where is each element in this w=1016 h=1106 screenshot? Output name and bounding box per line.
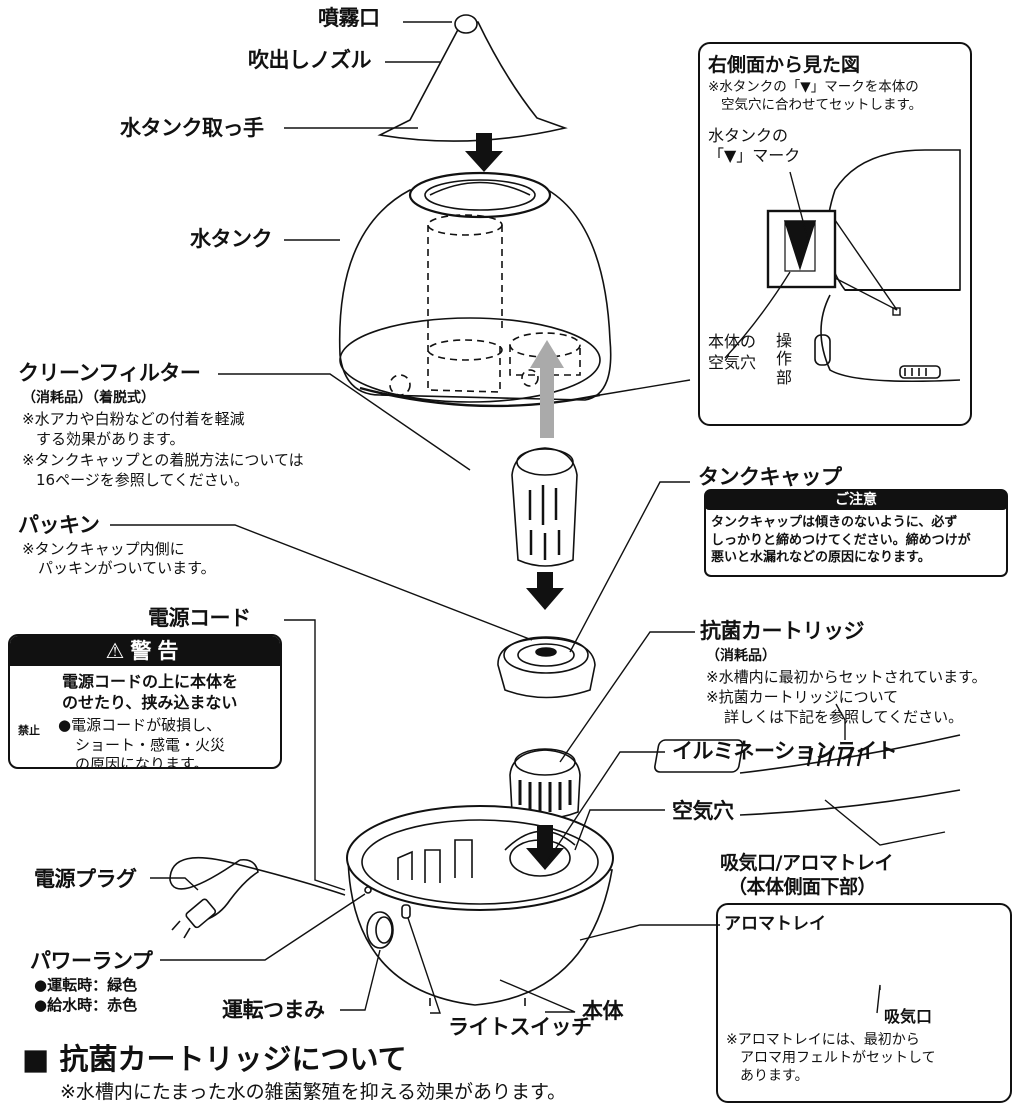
label-tank-cap: タンクキャップ	[698, 465, 842, 489]
label-mist-outlet: 噴霧口	[318, 6, 380, 30]
intake-title-a: 吸気口/アロマトレイ	[720, 852, 893, 874]
section-text: ※水槽内にたまった水の雑菌繁殖を抑える効果があります。	[60, 1081, 567, 1103]
warning-main: 電源コードの上に本体を のせたり、挟み込まない	[62, 672, 238, 714]
label-body: 本体	[582, 999, 624, 1023]
clean-filter-shape	[511, 447, 578, 567]
warning-box: ⚠警告 電源コードの上に本体を のせたり、挟み込まない ●電源コードが破損し、 …	[8, 634, 282, 769]
intake-title-b: （本体側面下部）	[728, 876, 877, 898]
power-cord-shape	[169, 857, 346, 896]
side-view-note: ※水タンクの「▼」マークを本体の 空気穴に合わせてセットします。	[708, 78, 922, 114]
warning-detail: ●電源コードが破損し、 ショート・感電・火災 の原因になります。	[58, 716, 226, 769]
label-tank-handle: 水タンク取っ手	[120, 116, 264, 140]
label-nozzle: 吹出しノズル	[248, 48, 372, 72]
side-view-air-a: 本体の	[708, 332, 757, 351]
assembly-arrows	[465, 133, 564, 870]
warning-bullet-a: ●電源コードが破損し、	[58, 716, 222, 734]
aroma-note-a: ※アロマトレイには、最初から	[726, 1032, 920, 1048]
clean-filter-sub: （消耗品）（着脱式）	[22, 390, 155, 406]
side-view-control-b: 作	[776, 349, 793, 369]
packing-note-a: ※タンクキャップ内側に	[22, 540, 185, 558]
cartridge-note-1: ※水槽内に最初からセットされています。	[706, 668, 987, 686]
warning-line-1: 電源コードの上に本体を	[62, 672, 239, 691]
cartridge-sub: （消耗品）	[706, 648, 776, 664]
side-view-control-a: 操	[776, 331, 793, 350]
caution-line-1: タンクキャップは傾きのないように、必ず	[711, 515, 958, 530]
label-light-switch: ライトスイッチ	[448, 1015, 592, 1039]
aroma-box: アロマトレイ 吸気口 ※アロマトレイには、最初から アロマ用フェルトがセットして…	[716, 903, 1012, 1103]
caution-box: ご注意 タンクキャップは傾きのないように、必ず しっかりと締めつけてください。締…	[705, 490, 1007, 576]
caution-line-3: 悪いと水漏れなどの原因になります。	[711, 550, 931, 566]
side-view-mark-a: 水タンクの	[708, 126, 789, 145]
side-view-mark-b: 「▼」マーク	[708, 146, 801, 165]
caution-line-2: しっかりと締めつけてください。締めつけが	[711, 532, 971, 548]
clean-filter-note-2a: ※タンクキャップとの着脱方法については	[22, 451, 304, 469]
cartridge-note-2a: ※抗菌カートリッジについて	[706, 688, 899, 706]
side-view-note-a: ※水タンクの「▼」マークを本体の	[708, 79, 919, 95]
lamp-refill: ●給水時：赤色	[34, 996, 138, 1014]
aroma-note-c: あります。	[740, 1068, 809, 1085]
clean-filter-note-1a: ※水アカや白粉などの付着を軽減	[22, 410, 245, 428]
tank-cap-shape	[497, 637, 596, 699]
water-tank-shape	[338, 189, 612, 401]
caution-title: ご注意	[835, 492, 877, 508]
lamp-running: ●運転時：緑色	[34, 976, 138, 994]
side-view-mark-label: 水タンクの 「▼」マーク	[708, 126, 800, 166]
clean-filter-note-2b: 16ページを参照してください。	[36, 471, 249, 489]
label-cartridge: 抗菌カートリッジ	[700, 619, 865, 643]
label-water-tank: 水タンク	[190, 227, 273, 251]
label-packing: パッキン	[18, 513, 100, 537]
aroma-note-b: アロマ用フェルトがセットして	[740, 1050, 936, 1067]
warning-bullet-c: の原因になります。	[75, 755, 209, 769]
side-view-title: 右側面から見た図	[708, 54, 861, 76]
aroma-intake-label: 吸気口	[884, 1007, 933, 1026]
label-power-plug: 電源プラグ	[34, 867, 137, 891]
clean-filter-note-1b: する効果があります。	[36, 430, 185, 448]
nozzle-shape	[377, 21, 568, 142]
warning-title: ⚠警告	[10, 636, 280, 666]
side-view-control-label: 操 作 部	[776, 331, 793, 387]
side-view-air-label: 本体の 空気穴	[708, 332, 756, 374]
warning-bullet-b: ショート・感電・火災	[75, 735, 226, 754]
prohibit-label: 禁止	[18, 724, 40, 737]
warning-line-2: のせたり、挟み込まない	[62, 692, 238, 712]
side-view-box: 右側面から見た図 ※水タンクの「▼」マークを本体の 空気穴に合わせてセットします…	[698, 42, 972, 426]
aroma-tray-label: アロマトレイ	[724, 914, 826, 934]
mist-outlet-shape	[454, 14, 478, 34]
aroma-note: ※アロマトレイには、最初から アロマ用フェルトがセットして あります。	[726, 1031, 936, 1086]
label-clean-filter: クリーンフィルター	[18, 361, 201, 385]
leader-lines	[110, 21, 946, 1014]
cartridge-note-2b: 詳しくは下記を参照してください。	[724, 708, 964, 726]
side-view-note-b: 空気穴に合わせてセットします。	[721, 97, 923, 114]
label-power-cord: 電源コード	[148, 606, 251, 630]
label-dial: 運転つまみ	[222, 998, 325, 1022]
packing-note-b: パッキンがついています。	[38, 559, 216, 577]
side-view-control-c: 部	[776, 367, 793, 387]
label-illumination: イルミネーションライト	[672, 739, 898, 763]
insert-arrow	[530, 340, 564, 438]
label-air-hole: 空気穴	[672, 799, 734, 823]
label-power-lamp: パワーランプ	[30, 949, 153, 973]
side-view-air-b: 空気穴	[708, 352, 757, 372]
section-title: ■ 抗菌カートリッジについて	[22, 1042, 407, 1076]
